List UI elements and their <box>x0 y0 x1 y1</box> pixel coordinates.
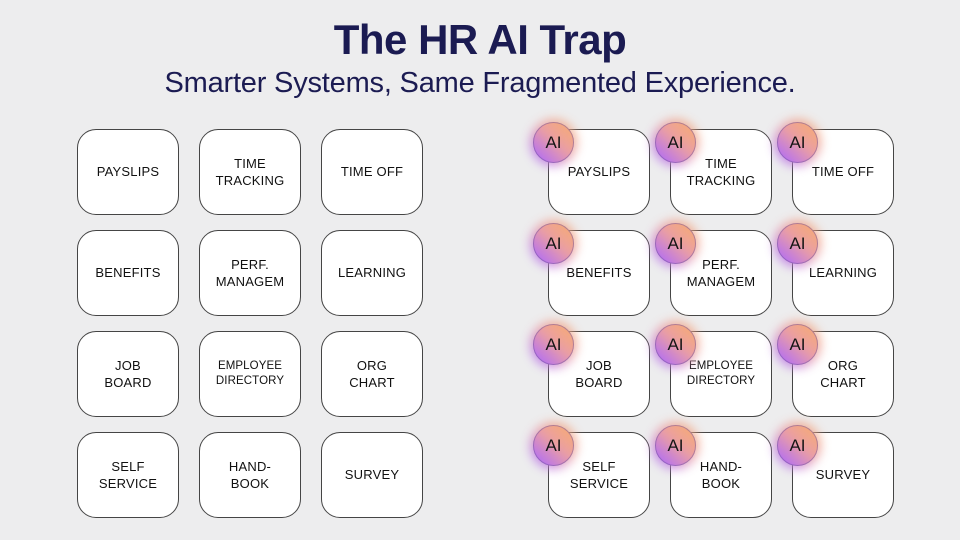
module-card-label: ORG CHART <box>349 357 395 390</box>
module-card: HAND- BOOK <box>199 432 301 518</box>
module-card-label: TIME TRACKING <box>686 155 756 188</box>
module-card: AI LEARNING <box>777 223 894 316</box>
module-card: SELF SERVICE <box>77 432 179 518</box>
module-card-label: SELF SERVICE <box>569 458 629 491</box>
module-card-label: HAND- BOOK <box>699 458 743 491</box>
ai-badge: AI <box>777 324 818 365</box>
module-card: AI SELF SERVICE <box>533 425 650 518</box>
module-card: ORG CHART <box>321 331 423 417</box>
module-card-label: BENEFITS <box>95 265 161 281</box>
ai-badge: AI <box>777 425 818 466</box>
module-card-label: JOB BOARD <box>104 357 152 390</box>
module-card-label: EMPLOYEE DIRECTORY <box>686 359 756 387</box>
module-card: AI BENEFITS <box>533 223 650 316</box>
module-card: JOB BOARD <box>77 331 179 417</box>
module-card-label: SURVEY <box>815 467 871 483</box>
ai-badge: AI <box>777 223 818 264</box>
ai-badge: AI <box>533 122 574 163</box>
module-card: PERF. MANAGEM <box>199 230 301 316</box>
module-card: AI ORG CHART <box>777 324 894 417</box>
module-card: AI PERF. MANAGEM <box>655 223 772 316</box>
module-card: BENEFITS <box>77 230 179 316</box>
module-card-label: PAYSLIPS <box>96 164 160 180</box>
module-card: TIME TRACKING <box>199 129 301 215</box>
ai-badge: AI <box>533 223 574 264</box>
ai-badge: AI <box>655 223 696 264</box>
module-card: AI SURVEY <box>777 425 894 518</box>
ai-badge: AI <box>655 324 696 365</box>
module-card: AI PAYSLIPS <box>533 122 650 215</box>
module-card-label: BENEFITS <box>566 265 632 281</box>
hr-modules-grid-ai: AI PAYSLIPS AI TIME TRACKING AI TIME OFF… <box>533 122 894 518</box>
module-card-label: PAYSLIPS <box>567 164 631 180</box>
ai-badge: AI <box>777 122 818 163</box>
module-card-label: EMPLOYEE DIRECTORY <box>215 359 285 387</box>
module-card: EMPLOYEE DIRECTORY <box>199 331 301 417</box>
module-card-label: PERF. MANAGEM <box>686 256 756 289</box>
module-card-label: SURVEY <box>344 467 400 483</box>
ai-badge: AI <box>655 122 696 163</box>
hr-modules-grid-plain: PAYSLIPS TIME TRACKING TIME OFF BENEFITS… <box>77 129 423 518</box>
module-card: AI HAND- BOOK <box>655 425 772 518</box>
header: The HR AI Trap Smarter Systems, Same Fra… <box>0 16 960 101</box>
module-card-label: TIME TRACKING <box>215 155 285 188</box>
module-card: LEARNING <box>321 230 423 316</box>
module-card-label: SELF SERVICE <box>98 458 158 491</box>
module-card: SURVEY <box>321 432 423 518</box>
module-card: TIME OFF <box>321 129 423 215</box>
module-card: AI JOB BOARD <box>533 324 650 417</box>
page-title: The HR AI Trap <box>333 16 627 63</box>
ai-badge: AI <box>533 324 574 365</box>
module-card-label: LEARNING <box>808 265 878 281</box>
ai-badge: AI <box>655 425 696 466</box>
module-card: AI TIME OFF <box>777 122 894 215</box>
module-card-label: ORG CHART <box>820 357 866 390</box>
module-card-label: JOB BOARD <box>575 357 623 390</box>
module-card-label: LEARNING <box>337 265 407 281</box>
ai-badge: AI <box>533 425 574 466</box>
module-card: PAYSLIPS <box>77 129 179 215</box>
module-card: AI EMPLOYEE DIRECTORY <box>655 324 772 417</box>
module-card-label: PERF. MANAGEM <box>215 256 285 289</box>
module-card-label: HAND- BOOK <box>228 458 272 491</box>
module-card-label: TIME OFF <box>340 164 404 180</box>
page-subtitle: Smarter Systems, Same Fragmented Experie… <box>164 67 796 100</box>
module-card-label: TIME OFF <box>811 164 875 180</box>
module-card: AI TIME TRACKING <box>655 122 772 215</box>
